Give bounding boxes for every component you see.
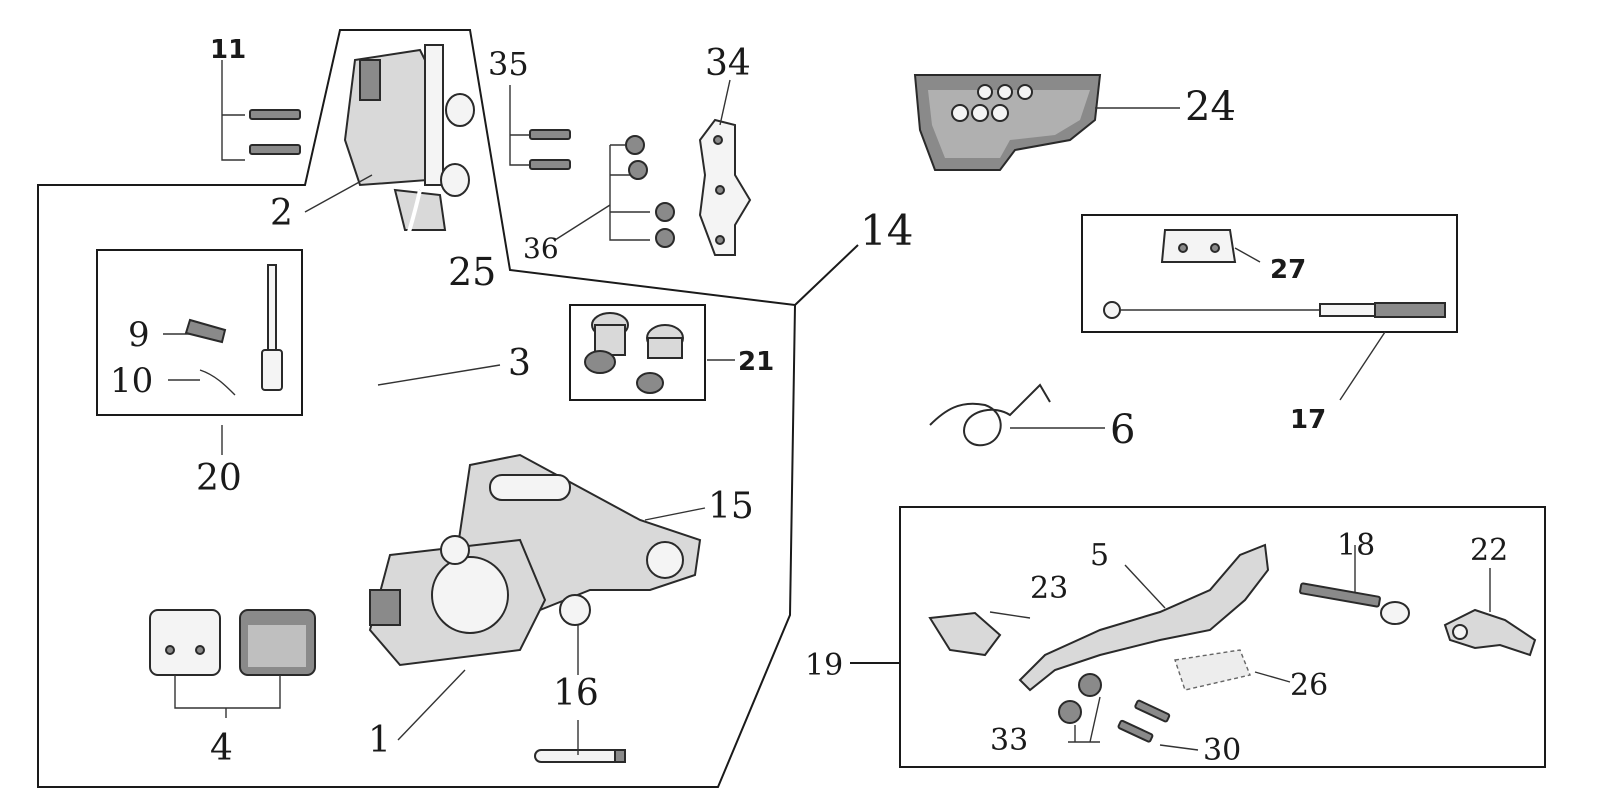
callout-5: 5 <box>1090 538 1109 573</box>
plate-part-34 <box>698 79 752 256</box>
callout-4: 4 <box>210 728 233 769</box>
callout-19: 19 <box>805 648 843 683</box>
callout-16: 16 <box>553 673 599 714</box>
callout-18: 18 <box>1337 528 1375 563</box>
cover-part-24 <box>913 74 1180 171</box>
callout-35: 35 <box>488 45 529 83</box>
callout-15: 15 <box>708 486 754 527</box>
callout-17: 17 <box>1290 405 1326 435</box>
nuts-part-36 <box>554 135 675 248</box>
callout-20: 20 <box>196 458 242 499</box>
master-cylinder-part-2 <box>343 44 475 231</box>
callout-21: 21 <box>738 347 774 377</box>
callout-6: 6 <box>1110 407 1135 453</box>
callout-3: 3 <box>508 343 531 384</box>
kit-box-part-20 <box>96 249 303 416</box>
callout-27: 27 <box>1270 255 1306 285</box>
brake-pads-part-4 <box>149 609 316 709</box>
callout-1: 1 <box>368 720 391 761</box>
pedal-assembly-part-19 <box>850 506 1546 768</box>
bolts-part-35 <box>509 85 571 170</box>
callout-14: 14 <box>860 206 913 255</box>
callout-22: 22 <box>1470 533 1508 568</box>
bolts-part-11 <box>221 60 301 161</box>
callout-36: 36 <box>523 232 559 265</box>
callout-10: 10 <box>110 361 153 401</box>
cable-assembly-part-17 <box>1081 214 1458 401</box>
brake-hose-part-3 <box>365 189 422 581</box>
callout-labels: 1 2 3 4 5 6 9 10 11 14 15 16 17 18 19 20… <box>110 35 1508 769</box>
pin-part-16 <box>534 594 626 763</box>
callout-11: 11 <box>210 35 246 65</box>
callout-33: 33 <box>990 723 1028 758</box>
callout-25: 25 <box>448 250 496 294</box>
callout-30: 30 <box>1203 733 1241 768</box>
callout-24: 24 <box>1185 84 1236 130</box>
callout-26: 26 <box>1290 668 1328 703</box>
assembly-14-boundary <box>37 29 797 788</box>
callout-34: 34 <box>705 43 751 84</box>
spring-part-6 <box>929 383 1105 447</box>
leader-lines <box>163 174 1356 755</box>
callout-2: 2 <box>270 193 293 234</box>
seal-kit-part-21 <box>569 304 706 401</box>
callout-23: 23 <box>1030 571 1068 606</box>
caliper-part-1 <box>368 535 547 667</box>
callout-9: 9 <box>128 315 150 355</box>
